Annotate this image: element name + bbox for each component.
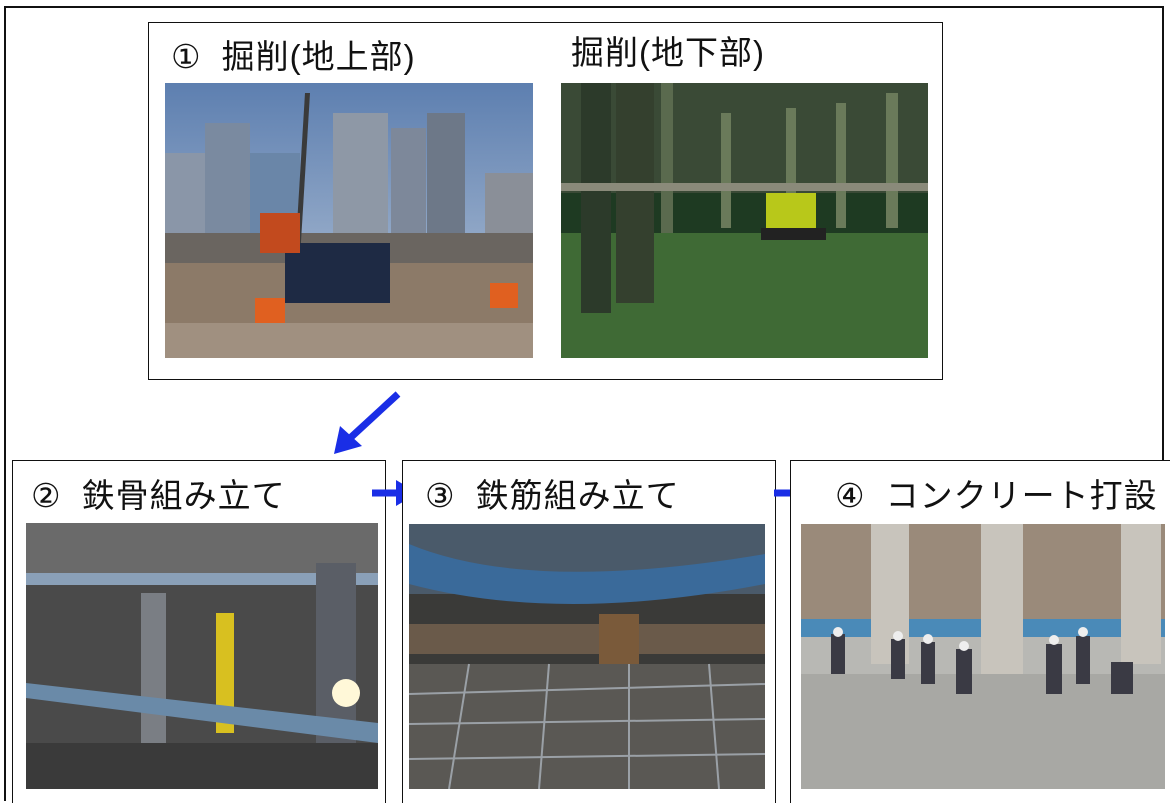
step-2-panel: ② 鉄骨組み立て (12, 460, 386, 803)
step-1b-title: 掘削(地下部) (571, 33, 765, 73)
step-2-number: ② (31, 477, 62, 514)
step-1-panel: ① 掘削(地上部) 掘削(地下部) (148, 22, 943, 380)
underground-excavation-photo (561, 83, 928, 358)
step-1-title: ① 掘削(地上部) (171, 37, 416, 77)
step-4-panel: ④ コンクリート打設 (790, 460, 1170, 803)
step-3-title: ③ 鉄筋組み立て (425, 476, 680, 516)
step-1-label: 掘削(地上部) (221, 38, 416, 75)
step-3-number: ③ (425, 477, 456, 514)
steel-frame-assembly-photo (26, 523, 378, 789)
rebar-assembly-photo (409, 524, 765, 789)
arrow-down-left-icon (334, 391, 401, 454)
step-4-title: ④ コンクリート打設 (835, 476, 1158, 516)
above-ground-excavation-photo (165, 83, 533, 358)
step-2-label: 鉄骨組み立て (81, 477, 286, 514)
step-3-panel: ③ 鉄筋組み立て (402, 460, 776, 803)
diagram-frame (4, 6, 1164, 801)
step-1b-label: 掘削(地下部) (571, 34, 765, 71)
step-1-number: ① (171, 38, 202, 75)
step-4-label: コンクリート打設 (885, 477, 1158, 514)
step-2-title: ② 鉄骨組み立て (31, 476, 286, 516)
step-4-number: ④ (835, 477, 866, 514)
step-3-label: 鉄筋組み立て (475, 477, 680, 514)
concrete-pouring-photo (801, 524, 1165, 789)
